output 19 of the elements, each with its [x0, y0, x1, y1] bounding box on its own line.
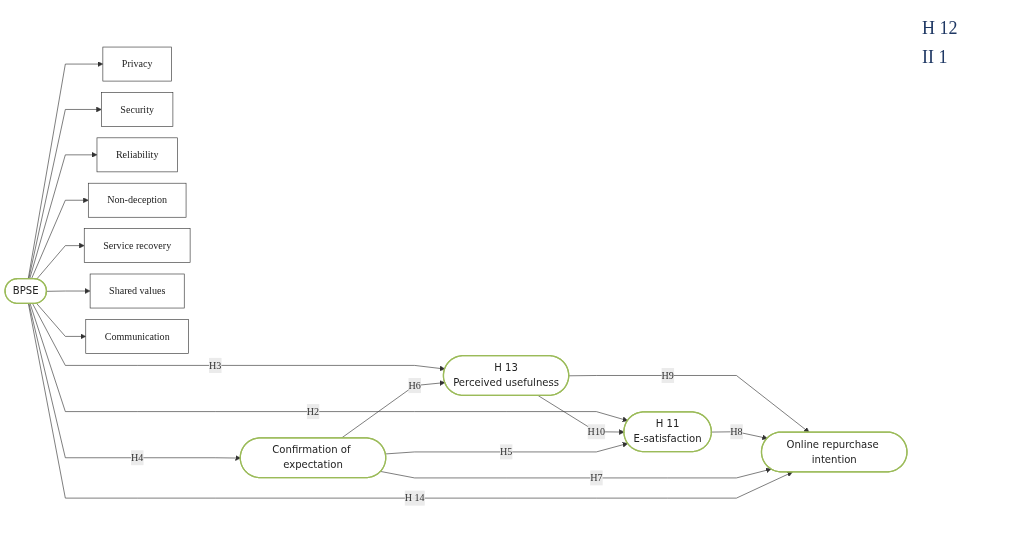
- edge-label: H4: [131, 452, 144, 463]
- edge-label: H2: [306, 406, 320, 417]
- hypothesis-label: II 1: [922, 47, 949, 68]
- node-box: Shared values: [89, 273, 185, 309]
- edge-label: H9: [661, 369, 674, 381]
- edge-label: H8: [730, 426, 743, 437]
- edge-label: H7: [590, 472, 603, 484]
- hypothesis-label: H 12: [922, 18, 959, 39]
- edge-label: H6: [408, 380, 421, 391]
- edge-label: H5: [499, 446, 513, 458]
- node-box: Privacy: [102, 46, 172, 82]
- node-box: Reliability: [96, 137, 178, 173]
- edge-label: H3: [209, 359, 222, 371]
- node-box: Security: [101, 92, 174, 127]
- edge-label: H 14: [404, 492, 425, 504]
- edge-label: H10: [587, 426, 605, 437]
- node-box: Non-deception: [88, 183, 187, 218]
- node-box: Service recovery: [83, 228, 191, 264]
- node-box: Communication: [85, 319, 189, 354]
